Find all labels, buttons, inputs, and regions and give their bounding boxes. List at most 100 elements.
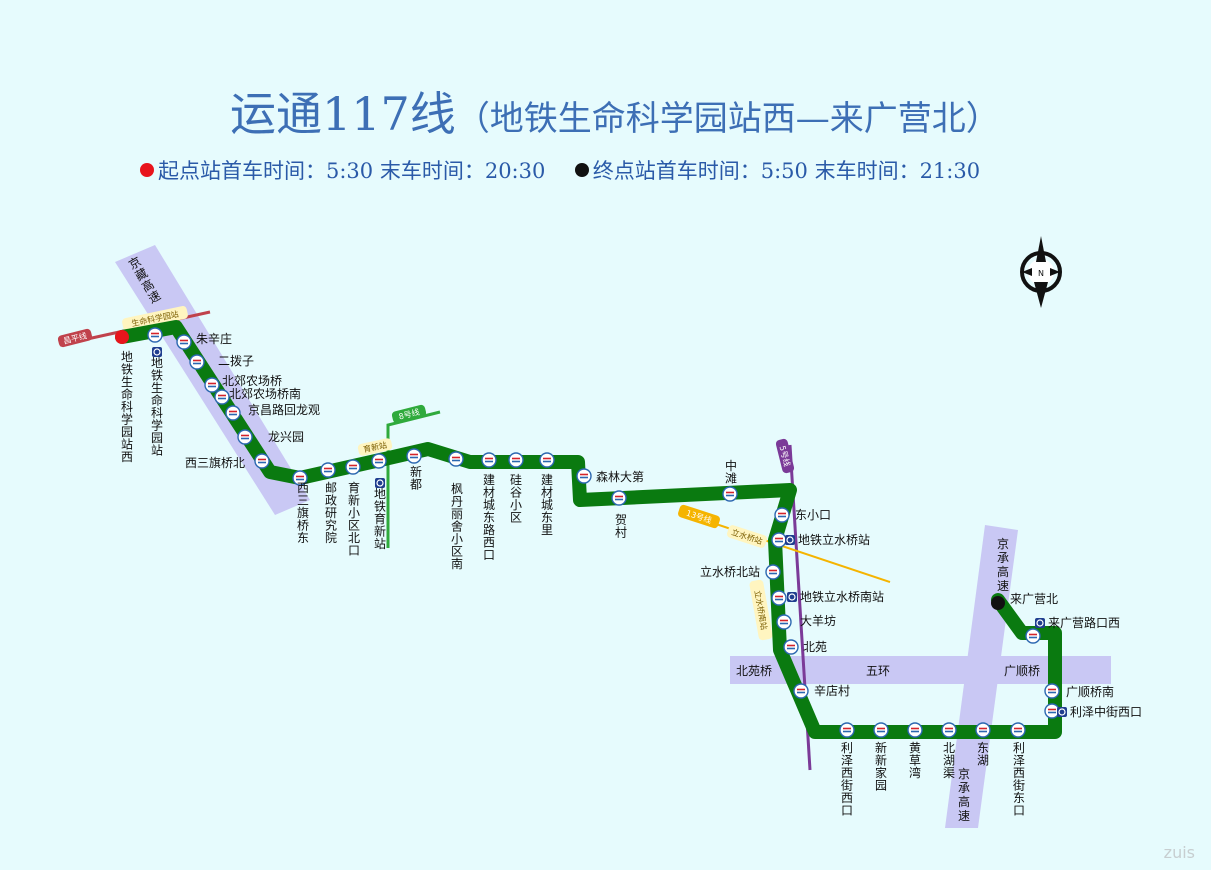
start-times: 起点站首车时间：5:30 末车时间：20:30 <box>158 159 546 183</box>
stop-label: 贺村 <box>615 513 627 540</box>
svg-text:中: 中 <box>725 458 737 473</box>
stop-label: 新都 <box>410 464 422 492</box>
svg-text:高: 高 <box>958 794 970 809</box>
bus-stop-icon <box>448 451 464 467</box>
stop-label: 广顺桥南 <box>1066 684 1114 699</box>
stop-30[interactable]: 黄草湾 <box>907 722 923 780</box>
svg-text:丹: 丹 <box>451 495 463 509</box>
stop-27[interactable]: 辛店村 <box>793 683 850 699</box>
stop-13[interactable]: 新都 <box>406 448 422 492</box>
metro-icon <box>785 535 795 545</box>
stop-32[interactable]: 东湖 <box>975 722 991 768</box>
svg-text:院: 院 <box>325 531 337 545</box>
bus-stop-icon <box>508 452 524 468</box>
bus-stop-icon <box>776 614 792 630</box>
svg-text:材: 材 <box>541 486 553 500</box>
stop-label: 北湖渠 <box>943 741 955 780</box>
stop-26[interactable]: 北苑 <box>783 639 827 655</box>
svg-text:站: 站 <box>374 537 386 551</box>
svg-text:速: 速 <box>958 809 970 823</box>
bus-stop-icon <box>225 405 241 421</box>
stop-22[interactable]: 地铁立水桥站 <box>771 532 870 548</box>
svg-text:草: 草 <box>909 754 921 768</box>
stop-4[interactable]: 北郊农场桥 <box>204 374 282 393</box>
svg-text:口: 口 <box>841 804 853 818</box>
stop-label: 利泽中街西口 <box>1070 704 1142 719</box>
svg-text:都: 都 <box>410 478 422 492</box>
bus-stop-icon <box>771 532 787 548</box>
svg-text:滩: 滩 <box>725 472 737 486</box>
svg-text:西: 西 <box>841 766 853 780</box>
bus-route-line <box>115 320 1062 739</box>
stop-8[interactable]: 西三旗桥北 <box>185 453 270 470</box>
stop-5[interactable]: 北郊农场桥南 <box>214 386 301 405</box>
svg-text:命: 命 <box>151 393 163 408</box>
road-label-fifth-ring: 五环 <box>866 664 890 678</box>
svg-text:西: 西 <box>483 536 495 550</box>
end-terminus-icon <box>991 596 1005 610</box>
svg-text:研: 研 <box>325 506 337 520</box>
stop-19[interactable]: 贺村 <box>611 490 627 540</box>
subway-tag-line5: 5号线 <box>775 438 795 474</box>
bus-stop-icon <box>839 722 855 738</box>
stop-36[interactable]: 来广营路口西 <box>1025 615 1120 644</box>
bus-stop-icon <box>176 334 192 350</box>
stop-35[interactable]: 广顺桥南 <box>1044 683 1114 699</box>
stop-label: 北郊农场桥 <box>222 374 282 388</box>
stop-25[interactable]: 大羊坊 <box>776 613 836 630</box>
stop-label: 龙兴园 <box>268 430 304 444</box>
stop-31[interactable]: 北湖渠 <box>941 722 957 780</box>
svg-text:路: 路 <box>483 522 495 537</box>
bus-stop-icon <box>539 452 555 468</box>
svg-text:里: 里 <box>541 523 553 537</box>
stop-21[interactable]: 东小口 <box>774 507 831 523</box>
stop-6[interactable]: 京昌路回龙观 <box>225 402 320 421</box>
stop-7[interactable]: 龙兴园 <box>237 429 304 445</box>
stop-2[interactable]: 朱辛庄 <box>176 331 232 350</box>
svg-text:利: 利 <box>841 741 853 755</box>
svg-text:承: 承 <box>958 781 970 795</box>
stop-3[interactable]: 二拨子 <box>189 354 254 370</box>
stop-37[interactable]: 来广营北 <box>991 592 1058 610</box>
svg-text:旗: 旗 <box>297 505 309 520</box>
svg-text:街: 街 <box>841 779 853 793</box>
stop-1[interactable]: 地铁生命科学园站 <box>147 327 163 458</box>
stop-0[interactable]: 地铁生命科学园站西 <box>115 330 133 464</box>
stop-34[interactable]: 利泽中街西口 <box>1044 703 1142 719</box>
bus-stop-icon <box>611 490 627 506</box>
stop-label: 来广营北 <box>1010 592 1058 606</box>
stop-18[interactable]: 森林大第 <box>576 468 644 484</box>
bus-stop-icon <box>941 722 957 738</box>
stop-24[interactable]: 地铁立水桥南站 <box>771 589 884 606</box>
svg-text:地: 地 <box>121 350 133 364</box>
svg-text:西: 西 <box>1013 766 1025 780</box>
stop-20[interactable]: 中滩 <box>722 458 738 502</box>
map-title: 运通117线（地铁生命科学园站西—来广营北） <box>230 78 1000 144</box>
svg-text:园: 园 <box>121 425 133 439</box>
stop-23[interactable]: 立水桥北站 <box>700 564 781 580</box>
svg-text:承: 承 <box>997 551 1009 565</box>
bus-stop-icon <box>320 462 336 478</box>
svg-text:口: 口 <box>1013 804 1025 818</box>
bus-stop-icon <box>1025 628 1041 644</box>
svg-text:铁: 铁 <box>151 369 163 383</box>
bus-stop-icon <box>975 722 991 738</box>
svg-text:湖: 湖 <box>977 753 989 768</box>
svg-text:新: 新 <box>410 464 422 479</box>
bus-stop-icon <box>793 683 809 699</box>
svg-text:育新站: 育新站 <box>362 440 388 455</box>
